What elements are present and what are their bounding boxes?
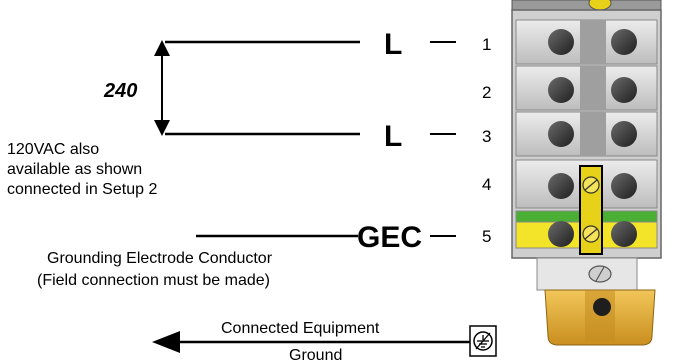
terminal-5-left-screw-icon [548, 221, 574, 247]
ground-symbol-icon [469, 325, 497, 357]
terminal-3-right-screw-icon [611, 121, 637, 147]
terminal-1-number: 1 [482, 35, 491, 54]
terminal-3-left-screw-icon [548, 121, 574, 147]
terminal-5-right-screw-icon [611, 221, 637, 247]
terminal-2-right-screw-icon [611, 77, 637, 103]
block-lower-cap [536, 257, 638, 291]
terminal-4-right-screw-icon [611, 173, 637, 199]
top-screw-icon [588, 0, 612, 11]
terminal-4-left-screw-icon [548, 173, 574, 199]
terminal-1-right-screw-icon [611, 29, 637, 55]
terminal-5-number: 5 [482, 227, 491, 246]
voltage-bracket [154, 40, 360, 136]
terminal-row-2 [515, 65, 658, 111]
terminal-row-3 [515, 111, 658, 157]
terminal-4-number: 4 [482, 175, 491, 194]
terminal-1-left-screw-icon [548, 29, 574, 55]
arrow-down-icon [154, 120, 170, 136]
ground-bridge-strap [579, 165, 603, 255]
terminal-block [511, 0, 662, 346]
terminal-5-label: GEC [357, 221, 422, 254]
ground-label-line-1: Connected Equipment [221, 320, 380, 337]
base-mounting-hole-icon [593, 298, 611, 316]
note-line-2: available as shown [7, 161, 142, 178]
note-line-3: connected in Setup 2 [7, 181, 157, 198]
gec-caption-line-2: (Field connection must be made) [37, 272, 270, 289]
terminal-2-left-screw-icon [548, 77, 574, 103]
terminal-3-label: L [384, 120, 402, 153]
terminal-row-1 [515, 19, 658, 65]
terminal-2-number: 2 [482, 83, 491, 102]
block-top-cap [511, 0, 662, 11]
gec-caption-line-1: Grounding Electrode Conductor [47, 250, 273, 267]
ground-label-line-2: Ground [289, 347, 342, 360]
terminal-1-label: L [384, 28, 402, 61]
arrow-up-icon [154, 40, 170, 56]
terminal-3-number: 3 [482, 127, 491, 146]
voltage-label: 240 [103, 80, 137, 102]
arrow-left-icon [152, 331, 180, 353]
note-line-1: 120VAC also [7, 141, 99, 158]
